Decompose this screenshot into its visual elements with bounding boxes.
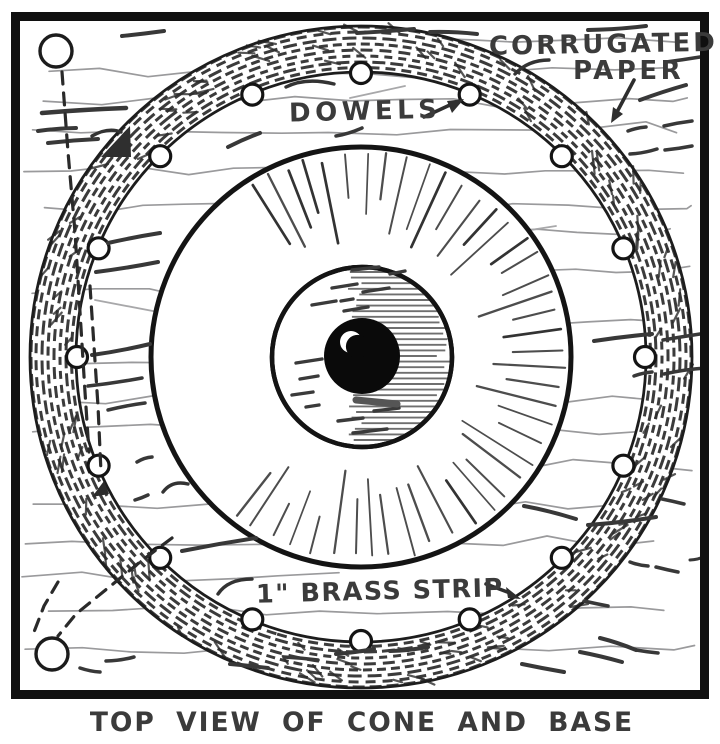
wedge-curl [90, 128, 123, 138]
brass-leader-swash [216, 577, 254, 596]
dowels-overline-swash [284, 79, 336, 89]
wedge-marker [101, 126, 131, 157]
dowel-hole [611, 236, 636, 261]
dowel-hole [240, 82, 265, 107]
dashed-line-arrowhead [92, 481, 109, 497]
brass-arrow [484, 582, 512, 595]
label-corrugated-line1: CORRUGATED [489, 28, 718, 62]
wood-grain-dark-accents [36, 24, 708, 674]
label-corrugated-line2: PAPER [573, 56, 684, 86]
base-board-frame [11, 12, 709, 699]
corrugated-leader-swash [513, 58, 551, 76]
leader-swashes [90, 58, 551, 596]
label-brass-strip: 1" BRASS STRIP [256, 573, 504, 609]
dowel-hole [632, 344, 658, 370]
dowel-hole [240, 607, 265, 632]
dowels-arrow [422, 102, 454, 119]
dowel-hole [549, 144, 574, 169]
dowel-hole [148, 144, 173, 169]
dowel-hole [86, 453, 111, 478]
dowel-hole [348, 60, 374, 86]
inner-circle-group [269, 264, 455, 450]
brass-arrowhead [506, 587, 521, 599]
dowel-hole [86, 236, 111, 261]
corner-hole-bottom-left [34, 636, 70, 672]
dowel-hole [549, 545, 574, 570]
annotation-arrows [422, 78, 636, 599]
dowel-hole [457, 82, 482, 107]
dowels-arrowhead [447, 99, 464, 113]
corrugated-arrowhead [611, 107, 623, 123]
dashed-line-bottom-left [56, 536, 174, 638]
dashed-line-bottom-left-2 [32, 580, 60, 634]
figure-caption: TOP VIEW OF CONE AND BASE [90, 707, 634, 738]
dowel-hole [457, 607, 482, 632]
dowel-hole [611, 453, 636, 478]
grain-curl [161, 481, 190, 494]
cone-radial-creases [235, 152, 567, 557]
hidden-dashed-lines [32, 70, 174, 638]
corrugated-arrow [615, 78, 636, 114]
dashed-line-left-top [60, 70, 91, 454]
label-dowels: DOWELS [289, 95, 442, 129]
dashed-line-left-mid [88, 284, 103, 474]
corner-hole-top-left [38, 33, 74, 69]
